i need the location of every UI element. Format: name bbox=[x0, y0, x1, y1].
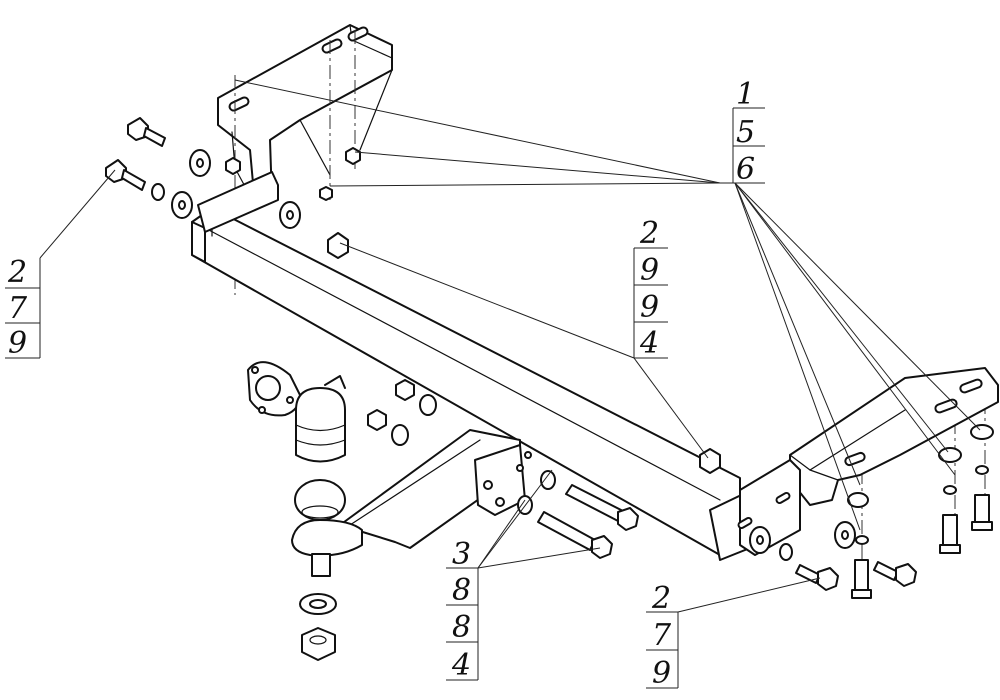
callout-left-line-1: 2 bbox=[7, 255, 27, 290]
callout-bottom-middle-line-4: 4 bbox=[451, 648, 471, 683]
ball-mount-plate bbox=[339, 429, 532, 549]
callout-middle-line-4: 4 bbox=[639, 326, 659, 361]
right-bolts bbox=[749, 424, 994, 599]
callout-left-line-2: 7 bbox=[8, 291, 28, 326]
callout-bottom-middle-line-2: 8 bbox=[452, 573, 471, 608]
long-bolts bbox=[517, 470, 639, 559]
callout-top-right-line-2: 5 bbox=[736, 115, 755, 150]
callout-middle-line-3: 9 bbox=[640, 290, 659, 325]
crossbar-nut bbox=[327, 232, 349, 259]
left-washers bbox=[151, 149, 301, 229]
callout-left-line-3: 9 bbox=[8, 326, 27, 361]
callout-left: 2 7 9 bbox=[5, 255, 41, 361]
left-mounting-bracket bbox=[217, 24, 393, 206]
callout-middle: 2 9 9 4 bbox=[633, 216, 668, 361]
ball-washer bbox=[299, 593, 337, 615]
callout-bottom-middle-line-1: 3 bbox=[452, 537, 471, 572]
callout-bottom-middle: 3 8 8 4 bbox=[446, 537, 479, 683]
left-bolt-top bbox=[127, 117, 166, 147]
tow-ball bbox=[291, 479, 363, 577]
socket-plate bbox=[247, 361, 301, 417]
bracket-nuts bbox=[225, 147, 361, 201]
ball-cover-cap bbox=[295, 375, 346, 463]
callout-bottom-middle-line-3: 8 bbox=[452, 610, 471, 645]
callout-top-right-line-3: 6 bbox=[736, 152, 755, 187]
callout-bottom-right-line-3: 9 bbox=[652, 656, 671, 691]
ball-nut bbox=[301, 627, 336, 661]
callout-top-right-line-1: 1 bbox=[736, 77, 755, 112]
leader-lines bbox=[39, 79, 981, 613]
callout-top-right: 1 5 6 bbox=[720, 77, 765, 187]
callout-bottom-right-line-1: 2 bbox=[651, 581, 671, 616]
callout-bottom-right-line-2: 7 bbox=[652, 618, 672, 653]
right-mounting-bracket bbox=[737, 367, 999, 556]
callout-middle-line-2: 9 bbox=[640, 253, 659, 288]
callout-bottom-right: 2 7 9 bbox=[646, 581, 679, 691]
left-bolt-bottom bbox=[105, 159, 146, 191]
callout-middle-line-1: 2 bbox=[639, 216, 659, 251]
drawbar-nuts bbox=[367, 379, 721, 474]
